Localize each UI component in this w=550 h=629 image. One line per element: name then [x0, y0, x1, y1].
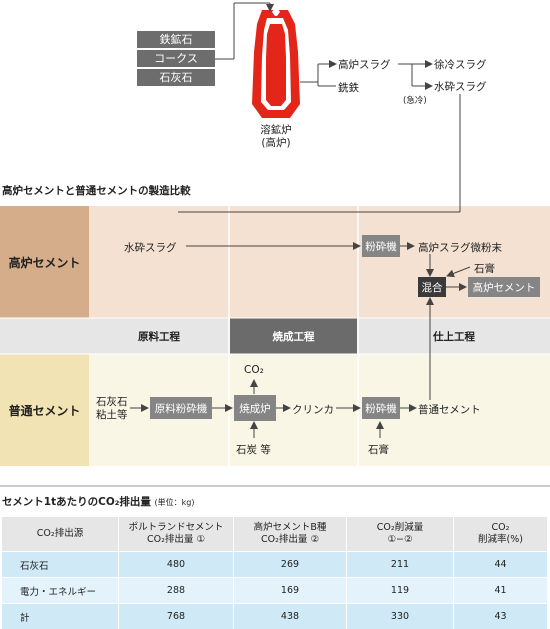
- normal-clinker: クリンカ: [292, 402, 334, 417]
- stage-finishing: 仕上工程: [358, 318, 550, 354]
- cell-source: 石灰石: [2, 552, 119, 578]
- cell-portland: 768: [119, 604, 234, 629]
- bf-mix-box: 混合: [418, 277, 446, 297]
- stage-firing: 焼成工程: [230, 318, 357, 354]
- normal-fuel: 石炭 等: [236, 442, 271, 457]
- normal-raw-materials: 石灰石 粘土等: [96, 396, 128, 422]
- normal-product: 普通セメント: [418, 402, 481, 417]
- table-header-row: CO₂排出源 ポルトランドセメント CO₂排出量 ① 高炉セメントB種 CO₂排…: [2, 517, 548, 552]
- bf-mill-box: 粉砕機: [362, 235, 400, 257]
- normal-gypsum: 石膏: [368, 442, 389, 457]
- cell-reduction-rate: 44: [454, 552, 548, 578]
- furnace-label: 溶鉱炉 (高炉): [258, 124, 294, 150]
- row-label-normal-cement: 普通セメント: [0, 354, 89, 466]
- stage-raw: 原料工程: [89, 318, 229, 354]
- header-reduction-rate: CO₂ 削減率(%): [454, 517, 548, 552]
- header-portland: ポルトランドセメント CO₂排出量 ①: [119, 517, 234, 552]
- blast-furnace-icon: [252, 6, 300, 118]
- quench-note: (急冷): [403, 94, 427, 106]
- cell-bf-b: 438: [234, 604, 347, 629]
- output-slow-cooled-slag: 徐冷スラグ: [434, 57, 487, 72]
- cell-bf-b: 269: [234, 552, 347, 578]
- cell-bf-b: 169: [234, 578, 347, 604]
- bf-fine-powder: 高炉スラグ微粉末: [418, 240, 502, 255]
- header-reduction: CO₂削減量 ①−②: [347, 517, 454, 552]
- cell-reduction: 211: [347, 552, 454, 578]
- normal-kiln-box: 焼成炉: [234, 395, 276, 421]
- cell-source: 計: [2, 604, 119, 629]
- normal-co2: CO₂: [244, 364, 264, 376]
- cell-portland: 288: [119, 578, 234, 604]
- table-row: 石灰石 480 269 211 44: [2, 552, 548, 578]
- header-bf-b: 高炉セメントB種 CO₂排出量 ②: [234, 517, 347, 552]
- cell-reduction: 119: [347, 578, 454, 604]
- output-granulated-slag: 水砕スラグ: [434, 79, 487, 94]
- cell-reduction: 330: [347, 604, 454, 629]
- emissions-title: セメント1tあたりのCO₂排出量 (単位：kg): [2, 494, 194, 509]
- normal-raw-mill-box: 原料粉砕機: [150, 397, 212, 419]
- table-row: 計 768 438 330 43: [2, 604, 548, 629]
- bf-product-box: 高炉セメント: [468, 277, 540, 297]
- cell-portland: 480: [119, 552, 234, 578]
- table-row: 電力・エネルギー 288 169 119 41: [2, 578, 548, 604]
- bf-granulated-slag: 水砕スラグ: [124, 240, 177, 255]
- bf-gypsum: 石膏: [474, 261, 495, 276]
- output-iron: 銑鉄: [338, 80, 359, 95]
- cell-reduction-rate: 43: [454, 604, 548, 629]
- emissions-table: CO₂排出源 ポルトランドセメント CO₂排出量 ① 高炉セメントB種 CO₂排…: [2, 517, 548, 629]
- emissions-title-text: セメント1tあたりのCO₂排出量: [2, 496, 151, 508]
- header-source: CO₂排出源: [2, 517, 119, 552]
- comparison-title: 高炉セメントと普通セメントの製造比較: [2, 183, 191, 198]
- emissions-unit: (単位：kg): [155, 498, 195, 507]
- cell-source: 電力・エネルギー: [2, 578, 119, 604]
- cell-reduction-rate: 41: [454, 578, 548, 604]
- row-label-bf-cement: 高炉セメント: [0, 206, 89, 318]
- normal-mill-box: 粉砕機: [362, 397, 400, 419]
- output-slag: 高炉スラグ: [338, 57, 391, 72]
